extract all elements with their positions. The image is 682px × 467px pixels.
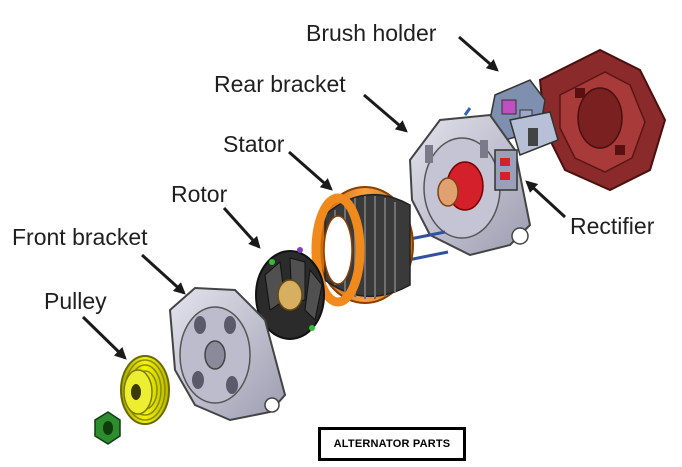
stator-part [311, 186, 414, 307]
label-stator: Stator [223, 131, 285, 157]
label-rear-bracket: Rear bracket [214, 71, 346, 97]
label-brush-holder: Brush holder [306, 20, 437, 46]
rear-bracket-part [408, 107, 532, 257]
leader-arrows [81, 35, 567, 360]
rectifier-part [494, 149, 518, 191]
arrow-icon [525, 180, 567, 219]
caption-box: ALTERNATOR PARTS [318, 427, 466, 461]
arrow-icon [140, 253, 186, 295]
label-front-bracket: Front bracket [12, 224, 148, 250]
pulley-part [120, 355, 170, 425]
arrow-icon [81, 315, 127, 360]
nut-part [94, 411, 121, 445]
arrow-icon [222, 206, 261, 249]
arrow-icon [458, 35, 499, 72]
rotor-part [255, 247, 325, 340]
label-pulley: Pulley [44, 288, 107, 314]
front-bracket-part [168, 286, 287, 422]
rear-cover [538, 48, 667, 192]
caption-text: ALTERNATOR PARTS [333, 438, 451, 450]
arrow-icon [363, 93, 408, 133]
label-rectifier: Rectifier [570, 213, 655, 239]
label-rotor: Rotor [171, 181, 228, 207]
arrow-icon [288, 150, 333, 191]
